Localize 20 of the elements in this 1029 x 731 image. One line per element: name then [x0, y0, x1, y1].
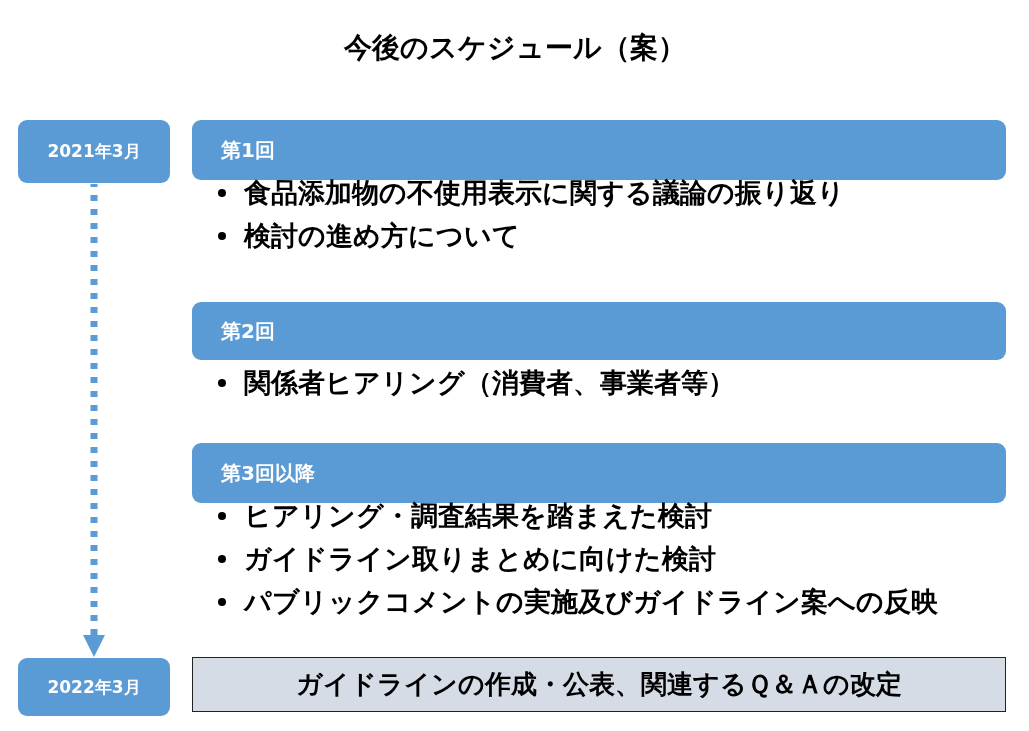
list-item-text: ヒアリング・調査結果を踏まえた検討 — [244, 499, 712, 533]
list-item-text: ガイドライン取りまとめに向けた検討 — [244, 542, 716, 576]
date-label: 2021年3月 — [47, 140, 141, 163]
session-header-bar — [192, 443, 1006, 503]
list-item-text: パブリックコメントの実施及びガイドライン案への反映 — [244, 585, 938, 619]
date-label: 2022年3月 — [47, 675, 141, 699]
outcome-box — [192, 657, 1006, 712]
session-label: 第2回 — [221, 317, 275, 345]
list-item-text: 関係者ヒアリング（消費者、事業者等） — [244, 366, 735, 400]
title: 今後のスケジュール（案） — [343, 31, 686, 64]
session-header-bar — [192, 120, 1006, 180]
dashed-arrow — [83, 184, 105, 657]
session-header-bar — [192, 302, 1006, 360]
date-box — [18, 120, 170, 183]
list-item-text: 検討の進め方について — [244, 219, 520, 253]
list-item-text: 食品添加物の不使用表示に関する議論の振り返り — [244, 176, 845, 210]
outcome-label: ガイドラインの作成・公表、関連するＱ＆Ａの改定 — [296, 668, 902, 701]
session-label: 第3回以降 — [221, 459, 315, 487]
session-label: 第1回 — [221, 136, 275, 164]
date-box — [18, 658, 170, 716]
